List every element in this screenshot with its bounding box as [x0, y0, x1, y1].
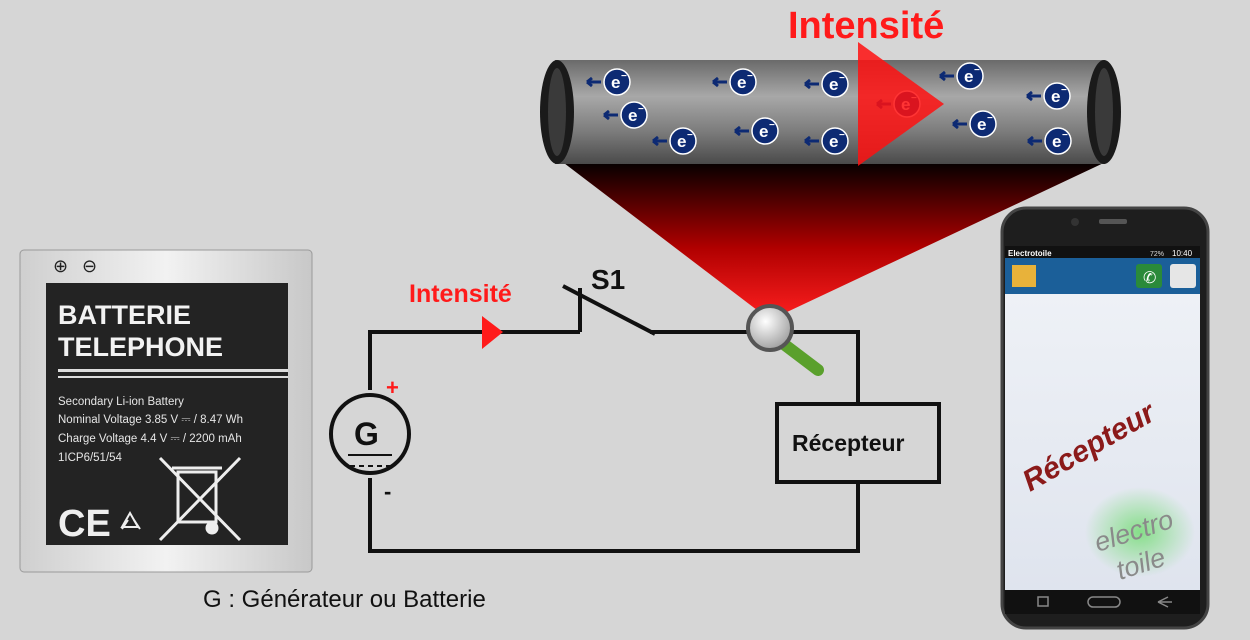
battery-title-line2: TELEPHONE: [58, 332, 223, 362]
circuit: [368, 284, 860, 553]
wire-bottom: [368, 478, 860, 553]
phone-app-name: Electrotoile: [1008, 249, 1052, 258]
battery-spec-charge: Charge Voltage 4.4 V ⎓ / 2200 mAh: [58, 433, 242, 445]
electron-2: e−: [603, 101, 648, 129]
svg-text:−: −: [687, 130, 693, 141]
electron-7: e−: [804, 127, 849, 155]
magnifier-icon: [746, 304, 824, 376]
current-direction-arrow-large: [858, 42, 944, 166]
phone-call-icon[interactable]: [1136, 264, 1162, 288]
svg-text:e: e: [737, 73, 746, 92]
electron-9: e−: [939, 62, 984, 90]
svg-text:e: e: [977, 115, 986, 134]
electron-5: e−: [734, 117, 779, 145]
generator-symbol: G: [329, 393, 411, 475]
phone-status-time: 10:40: [1172, 249, 1193, 258]
battery-spec-nominal: Nominal Voltage 3.85 V ⎓ / 8.47 Wh: [58, 414, 243, 426]
generator-minus: -: [384, 479, 391, 504]
recycle-icon: [120, 510, 141, 530]
svg-text:e: e: [611, 73, 620, 92]
wire-top-right: [650, 330, 860, 404]
battery-divider: [58, 369, 288, 372]
ce-mark: CE: [58, 503, 111, 545]
phone-camera: [1071, 218, 1079, 226]
electrons-group: e−e−e−e−e−e−e−e−e−e−e−e−: [586, 62, 1072, 155]
electron-12: e−: [1027, 127, 1072, 155]
svg-text:e: e: [677, 132, 686, 151]
battery-label: [46, 283, 288, 545]
smartphone: Electrotoile 72% 10:40 ✆ Récepteur elect…: [1000, 206, 1210, 630]
svg-text:−: −: [987, 113, 993, 124]
battery-minus-terminal: ⊖: [82, 256, 97, 276]
switch-blade: [562, 284, 656, 336]
wire-top-left: [368, 330, 580, 390]
svg-text:e: e: [759, 122, 768, 141]
receiver-box: [775, 402, 941, 484]
svg-text:e: e: [628, 106, 637, 125]
battery-title-line1: BATTERIE: [58, 300, 191, 330]
svg-text:−: −: [621, 71, 627, 82]
crossed-bin-icon: [158, 456, 242, 542]
battery-spec-model: 1ICP6/51/54: [58, 452, 123, 464]
svg-text:−: −: [839, 130, 845, 141]
phone-status-battery: 72%: [1150, 251, 1164, 258]
nav-back-button[interactable]: [1157, 596, 1172, 608]
mail-icon[interactable]: [1012, 265, 1036, 287]
nav-home-button[interactable]: [1087, 596, 1121, 608]
svg-text:e: e: [829, 75, 838, 94]
electron-4: e−: [712, 68, 757, 96]
generator-plus: +: [386, 375, 399, 400]
svg-text:−: −: [638, 104, 644, 115]
app-logo-icon[interactable]: [1170, 264, 1196, 288]
svg-text:e: e: [964, 67, 973, 86]
svg-text:−: −: [1062, 130, 1068, 141]
phone-battery: ⊕ ⊖ BATTERIE TELEPHONE Secondary Li-ion …: [19, 249, 313, 573]
nav-recents-button[interactable]: [1037, 596, 1049, 607]
phone-status-bar: [1005, 246, 1200, 258]
svg-text:e: e: [1051, 87, 1060, 106]
svg-text:e: e: [1052, 132, 1061, 151]
electron-3: e−: [652, 127, 697, 155]
zoom-beam: [560, 160, 1110, 320]
battery-plus-terminal: ⊕: [53, 256, 68, 276]
receiver-label: Récepteur: [792, 430, 905, 456]
electron-1: e−: [586, 68, 631, 96]
electron-6: e−: [804, 70, 849, 98]
svg-text:e: e: [829, 132, 838, 151]
zoom-current-label: Intensité: [788, 5, 944, 47]
phone-speaker: [1099, 219, 1127, 224]
electron-10: e−: [952, 110, 997, 138]
svg-text:−: −: [769, 120, 775, 131]
caption: G : Générateur ou Batterie: [203, 586, 486, 613]
battery-spec-type: Secondary Li-ion Battery: [58, 396, 184, 408]
svg-text:−: −: [839, 73, 845, 84]
electron-11: e−: [1026, 82, 1071, 110]
svg-text:−: −: [974, 65, 980, 76]
battery-divider-thin: [58, 376, 288, 378]
generator-letter: G: [354, 416, 379, 452]
phone-app-header: [1005, 258, 1200, 294]
switch-label: S1: [591, 264, 625, 295]
svg-text:−: −: [747, 71, 753, 82]
svg-text:✆: ✆: [1143, 270, 1156, 287]
svg-text:−: −: [1061, 85, 1067, 96]
current-direction-arrow: [482, 316, 503, 349]
circuit-current-label: Intensité: [409, 280, 512, 308]
